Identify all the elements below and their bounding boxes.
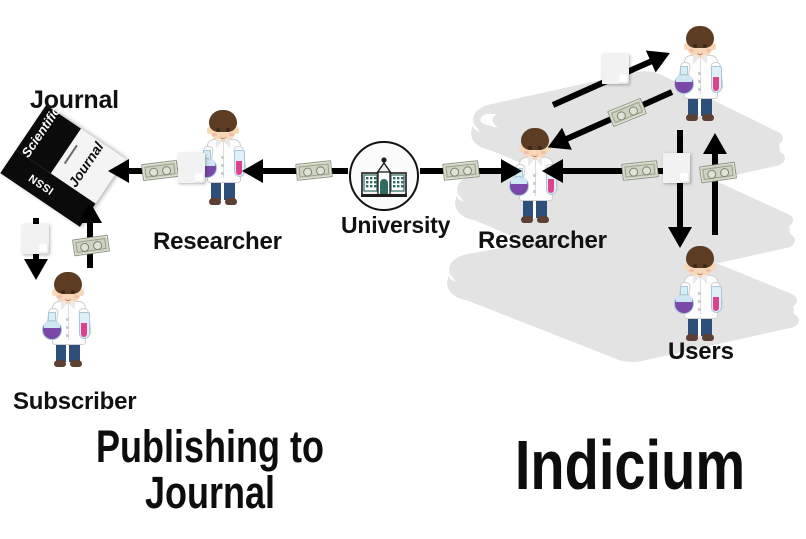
document-icon [178, 153, 205, 183]
journal-title-bottom: Journal [64, 139, 107, 190]
document-icon [663, 153, 690, 183]
arrowhead-up-icon [78, 202, 102, 223]
arrowhead-left-icon [242, 159, 263, 183]
label-users: Users [668, 338, 734, 365]
arrow-users-to-researcher-up [703, 133, 727, 235]
arrowhead-left-icon [542, 159, 563, 183]
banknote-icon [71, 234, 111, 257]
arrowhead-down-icon [668, 227, 692, 248]
left-panel-title: Publishing to Journal [90, 424, 330, 516]
label-researcher-right: Researcher [478, 227, 607, 254]
label-researcher-left: Researcher [153, 228, 282, 255]
scientist-icon-users [673, 246, 727, 342]
scientist-icon-researcher-top [673, 26, 727, 122]
left-panel-title-line2: Journal [144, 466, 276, 518]
arrowhead-down-icon [24, 259, 48, 280]
banknote-icon [141, 159, 179, 182]
left-panel-title-line1: Publishing to [96, 421, 324, 472]
arrowhead-left-icon [108, 159, 129, 183]
banknote-icon [295, 160, 333, 181]
university-building-icon [349, 141, 419, 211]
arrowhead-right-icon [501, 159, 522, 183]
label-university: University [341, 212, 451, 238]
document-icon [602, 54, 629, 84]
document-icon [22, 224, 49, 254]
right-panel-title: Indicium [514, 426, 746, 504]
scientist-icon-subscriber [41, 272, 95, 368]
journal-book-icon: ISSN Scientific Journal [0, 104, 126, 227]
label-subscriber: Subscriber [13, 388, 137, 415]
arrowhead-up-icon [703, 133, 727, 154]
